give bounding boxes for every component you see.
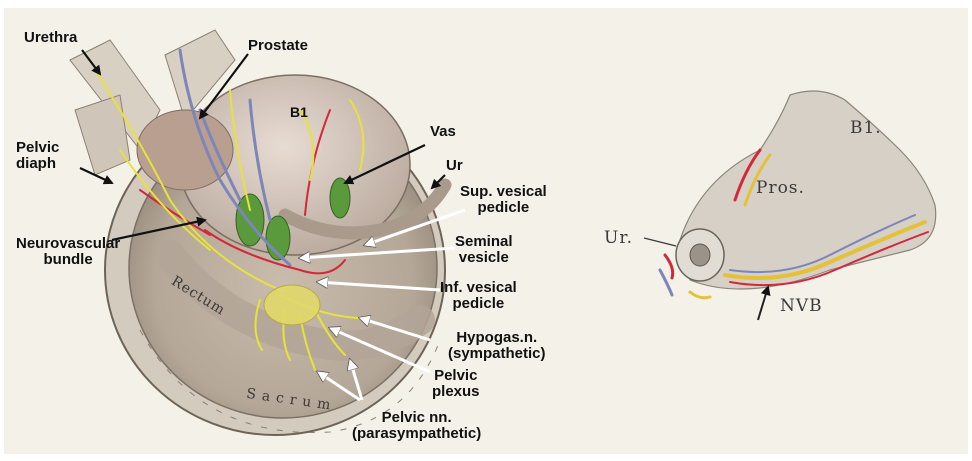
vas-deferens bbox=[330, 178, 350, 218]
label-inf-vesical-line2: pedicle bbox=[440, 296, 517, 312]
label-pelvic-plexus-line1: Pelvic bbox=[432, 368, 480, 384]
label-hypogas-line2: (sympathetic) bbox=[448, 346, 546, 362]
label-seminal-vesicle: Seminal vesicle bbox=[455, 234, 513, 266]
label-sup-vesical-pedicle: Sup. vesical pedicle bbox=[460, 184, 547, 216]
urethra-lumen bbox=[690, 244, 710, 266]
label-urethra: Urethra bbox=[24, 30, 77, 46]
label-seminal-line1: Seminal bbox=[455, 234, 513, 250]
label-bladder: B1 bbox=[290, 104, 308, 120]
label-right-urethra: Ur. bbox=[604, 228, 633, 248]
label-sup-vesical-line1: Sup. vesical bbox=[460, 184, 547, 200]
label-vas: Vas bbox=[430, 124, 456, 140]
label-hypogas-line1: Hypogas.n. bbox=[448, 330, 546, 346]
label-ureter: Ur bbox=[446, 158, 463, 174]
label-pelvic-diaph-line2: diaph bbox=[16, 156, 59, 172]
label-inf-vesical-pedicle: Inf. vesical pedicle bbox=[440, 280, 517, 312]
label-pelvic-diaph-line1: Pelvic bbox=[16, 140, 59, 156]
label-pelvic-nn-line1: Pelvic nn. bbox=[352, 410, 481, 426]
label-nvb-line1: Neurovascular bbox=[16, 236, 120, 252]
label-pelvic-nn-line2: (parasympathetic) bbox=[352, 426, 481, 442]
label-nvb-line2: bundle bbox=[16, 252, 120, 268]
label-pelvic-nerves: Pelvic nn. (parasympathetic) bbox=[352, 410, 481, 442]
pelvic-plexus bbox=[264, 285, 320, 325]
label-sup-vesical-line2: pedicle bbox=[460, 200, 547, 216]
label-pelvic-plexus-line2: plexus bbox=[432, 384, 480, 400]
label-pelvic-diaph: Pelvic diaph bbox=[16, 140, 59, 172]
label-right-nvb: NVB bbox=[780, 296, 823, 316]
label-prostate: Prostate bbox=[248, 38, 308, 54]
label-right-bladder: B1. bbox=[850, 118, 882, 138]
label-right-prostate: Pros. bbox=[756, 178, 805, 198]
label-pelvic-plexus: Pelvic plexus bbox=[432, 368, 480, 400]
seminal-vesicle bbox=[236, 194, 264, 246]
label-hypogastric-nerve: Hypogas.n. (sympathetic) bbox=[448, 330, 546, 362]
label-neurovascular-bundle: Neurovascular bundle bbox=[16, 236, 120, 268]
label-seminal-line2: vesicle bbox=[455, 250, 513, 266]
label-inf-vesical-line1: Inf. vesical bbox=[440, 280, 517, 296]
